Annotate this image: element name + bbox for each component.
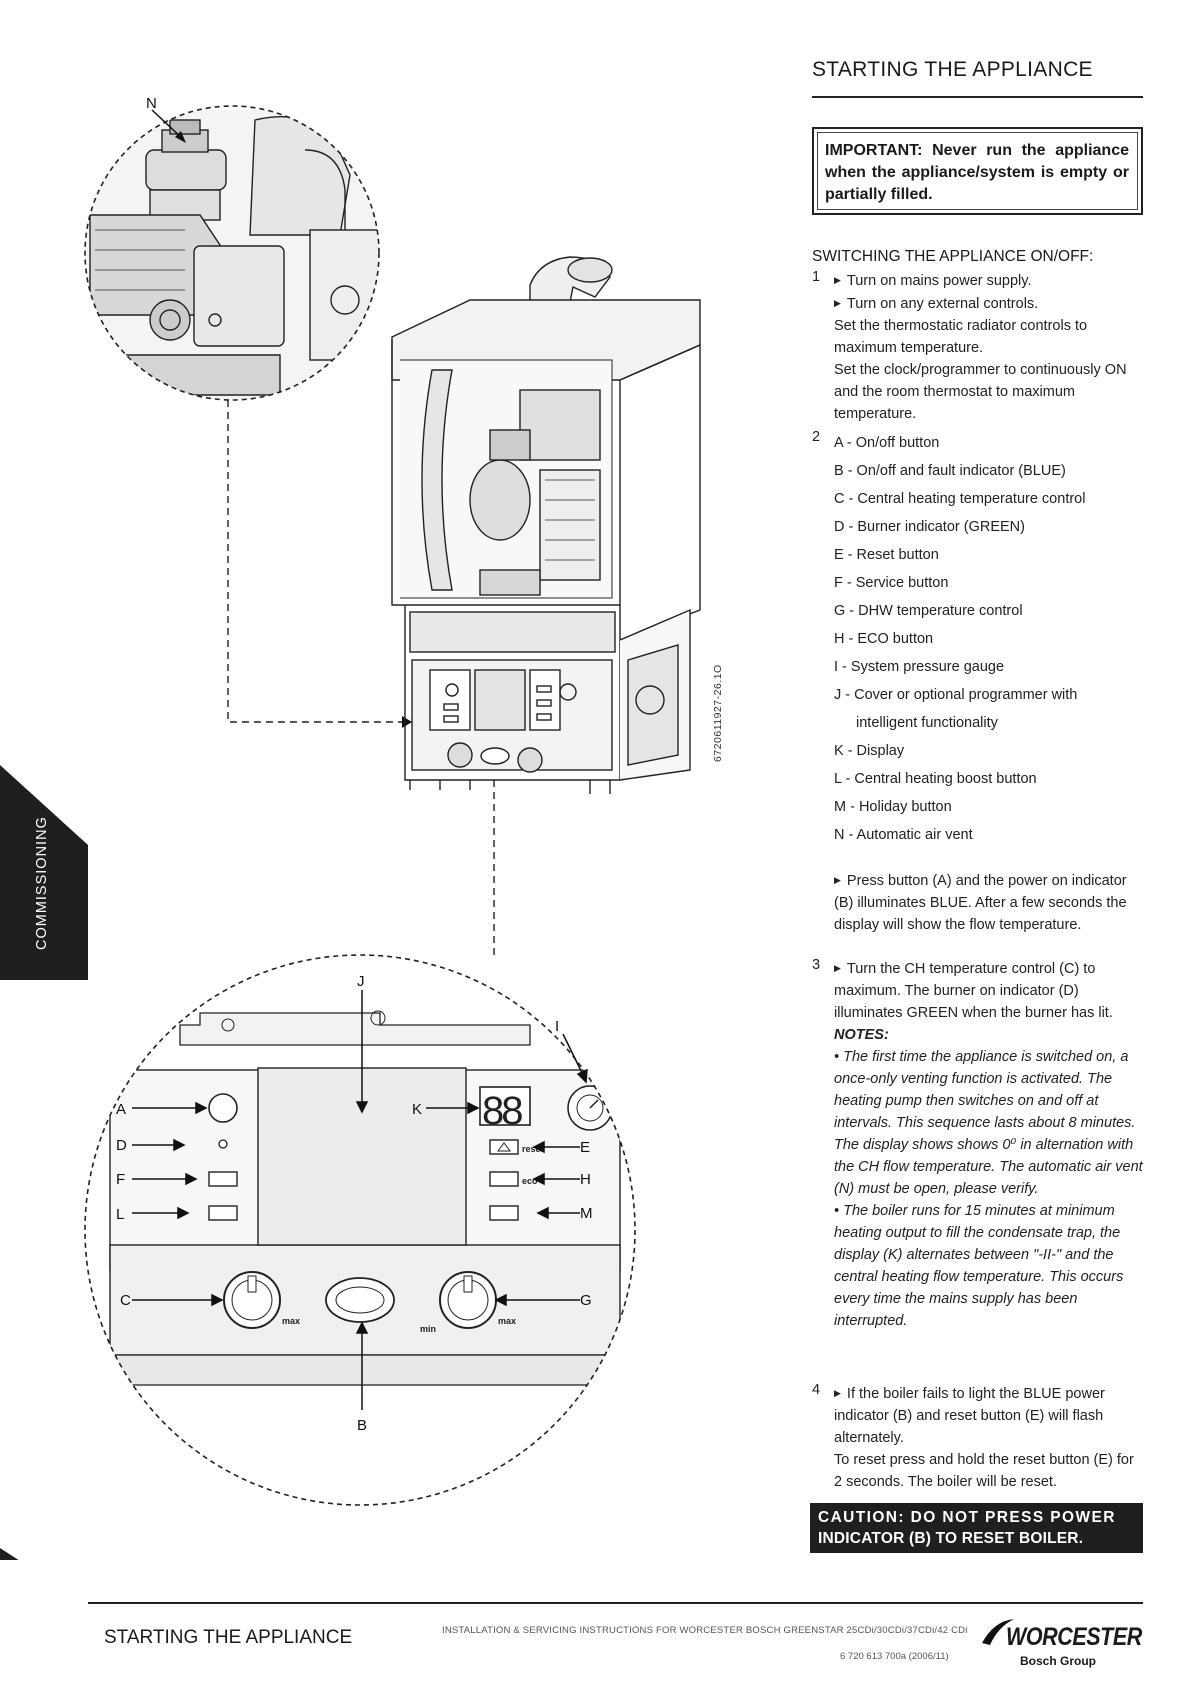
switching-heading: SWITCHING THE APPLIANCE ON/OFF:: [812, 248, 1094, 265]
step-1-paragraph-1: Set the thermostatic radiator controls t…: [834, 318, 1088, 356]
footer-doc-ref: 6 720 613 700a (2006/11): [840, 1651, 949, 1662]
list-item: E - Reset button: [834, 547, 939, 563]
title-rule: [812, 96, 1143, 98]
callout-c: C: [120, 1292, 131, 1309]
max-label-c: max: [282, 1316, 300, 1326]
step-1-line-2: Turn on any external controls.: [834, 292, 1144, 315]
step-1: Turn on mains power supply. Turn on any …: [834, 269, 1144, 425]
side-tab-label: COMMISSIONING: [34, 816, 50, 950]
step-1-paragraph-2: Set the clock/programmer to continuously…: [834, 362, 1127, 422]
callout-f: F: [116, 1171, 125, 1188]
callout-g: G: [580, 1292, 592, 1309]
list-item: I - System pressure gauge: [834, 659, 1005, 675]
press-note: Press button (A) and the power on indica…: [834, 869, 1144, 936]
step-1-number: 1: [812, 269, 821, 285]
parts-list: A - On/off button B - On/off and fault i…: [834, 429, 1144, 849]
step-3: Turn the CH temperature control (C) to m…: [834, 957, 1144, 1332]
footer-doc-title: INSTALLATION & SERVICING INSTRUCTIONS FO…: [442, 1625, 968, 1636]
callout-k: K: [412, 1101, 422, 1118]
caution-line-1: CAUTION: DO NOT PRESS POWER: [818, 1509, 1116, 1526]
footer-rule: [88, 1602, 1143, 1604]
corner-tab-shape: [0, 1548, 19, 1560]
max-label-g: max: [498, 1316, 516, 1326]
list-item: K - Display: [834, 743, 905, 759]
eco-label: eco: [522, 1176, 538, 1186]
air-vent-detail: [84, 105, 380, 401]
step-4-number: 4: [812, 1382, 821, 1398]
side-tab-shape: [0, 765, 88, 980]
step-4: If the boiler fails to light the BLUE po…: [834, 1382, 1144, 1493]
list-item: J - Cover or optional programmer with: [834, 687, 1078, 703]
list-item: A - On/off button: [834, 435, 940, 451]
boiler-illustration: 88 reset eco min max max N J I K A D F L…: [0, 95, 701, 1560]
note-1: • The first time the appliance is switch…: [834, 1049, 1143, 1197]
callout-d: D: [116, 1137, 127, 1154]
list-item: F - Service button: [834, 575, 949, 591]
notes-label: NOTES:: [834, 1027, 889, 1043]
important-box: IMPORTANT: Never run the appliance when …: [812, 127, 1143, 215]
callout-a: A: [116, 1101, 126, 1118]
step-4-text: If the boiler fails to light the BLUE po…: [834, 1382, 1144, 1449]
callout-n: N: [146, 95, 157, 112]
callout-e: E: [580, 1139, 590, 1156]
step-1-line-1: Turn on mains power supply.: [834, 269, 1144, 292]
list-item: N - Automatic air vent: [834, 827, 973, 843]
callout-i: I: [555, 1018, 559, 1035]
list-item: D - Burner indicator (GREEN): [834, 519, 1025, 535]
step-3-number: 3: [812, 957, 821, 973]
callout-m: M: [580, 1205, 593, 1222]
control-panel-detail: 88 reset eco min max max: [84, 954, 636, 1506]
logo-wordmark: WORCESTER: [1006, 1623, 1142, 1651]
display-digits: 88: [482, 1089, 522, 1133]
worcester-logo-icon: [982, 1619, 1014, 1645]
caution-box: CAUTION: DO NOT PRESS POWER INDICATOR (B…: [810, 1503, 1143, 1553]
callout-b: B: [357, 1417, 367, 1434]
list-item: M - Holiday button: [834, 799, 952, 815]
list-item: L - Central heating boost button: [834, 771, 1037, 787]
note-2: • The boiler runs for 15 minutes at mini…: [834, 1203, 1124, 1329]
logo-subtitle: Bosch Group: [1020, 1654, 1097, 1668]
callout-h: H: [580, 1171, 591, 1188]
list-item: H - ECO button: [834, 631, 934, 647]
page-number: 34: [32, 1596, 56, 1619]
important-label: IMPORTANT:: [825, 142, 923, 159]
caution-line-2: INDICATOR (B) TO RESET BOILER.: [818, 1530, 1084, 1547]
list-item: C - Central heating temperature control: [834, 491, 1086, 507]
list-item: intelligent functionality: [856, 715, 998, 731]
step-4-text-2: To reset press and hold the reset button…: [834, 1452, 1134, 1490]
list-item: B - On/off and fault indicator (BLUE): [834, 463, 1066, 479]
step-3-text: Turn the CH temperature control (C) to m…: [834, 957, 1144, 1024]
figure-code: 6720611927-26.1O: [712, 664, 724, 762]
boiler-unit: [391, 256, 701, 794]
min-label: min: [420, 1324, 436, 1334]
list-item: G - DHW temperature control: [834, 603, 1023, 619]
footer-title: STARTING THE APPLIANCE: [104, 1627, 353, 1648]
step-2-number: 2: [812, 429, 821, 445]
important-text: Never run the appliance when the applian…: [825, 142, 1129, 203]
section-title: STARTING THE APPLIANCE: [812, 58, 1093, 81]
callout-j: J: [357, 973, 365, 990]
reset-label: reset: [522, 1144, 544, 1154]
callout-l: L: [116, 1206, 124, 1223]
